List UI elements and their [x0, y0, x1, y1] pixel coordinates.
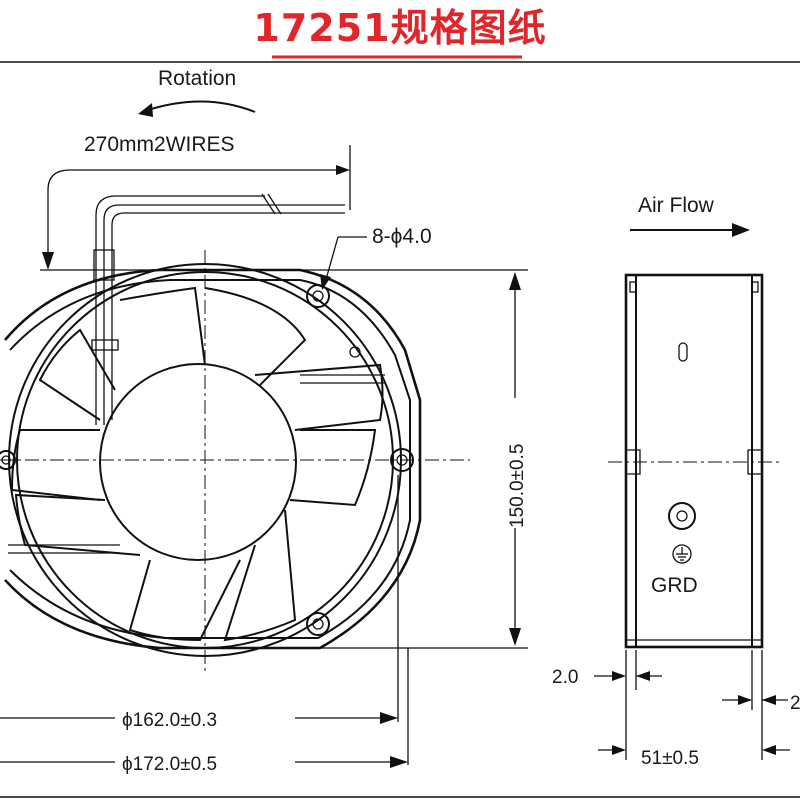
flange-dim-right-text: 2 — [790, 693, 800, 714]
wire-length-dimension — [42, 145, 351, 270]
wires-label: 270mm2WIRES — [84, 133, 235, 156]
ground-symbol-icon — [672, 544, 692, 564]
mounting-holes — [0, 284, 414, 636]
page-title: 17251规格图纸 — [253, 6, 547, 50]
lead-wires — [91, 193, 345, 425]
ground-screw — [668, 502, 696, 530]
rotation-label: Rotation — [158, 67, 236, 90]
inner-diameter-dimension: ϕ162.0±0.3 — [0, 704, 398, 731]
outer-diameter-dim-text: ϕ172.0±0.5 — [122, 754, 217, 775]
front-view: Rotation 270mm2WIRES — [0, 67, 530, 775]
depth-dim-text: 51±0.5 — [641, 748, 699, 769]
holes-label: 8-ϕ4.0 — [372, 225, 432, 248]
airflow-arrow-icon — [630, 223, 750, 237]
fan-blades — [10, 286, 384, 642]
height-dim-text: 150.0±0.5 — [507, 444, 528, 528]
holes-callout: 8-ϕ4.0 — [320, 225, 432, 290]
side-view: Air Flow — [552, 194, 800, 769]
side-body — [624, 273, 764, 649]
height-dimension: 150.0±0.5 — [500, 272, 530, 646]
flange-dimension-left: 2.0 — [552, 667, 662, 688]
ground-label: GRD — [651, 574, 698, 597]
flange-dim-left-text: 2.0 — [552, 667, 578, 688]
depth-dimension: 51±0.5 — [598, 745, 790, 769]
flange-dimension-right: 2 — [722, 693, 800, 714]
fan-hub — [8, 363, 385, 561]
outer-diameter-dimension: ϕ172.0±0.5 — [0, 748, 408, 775]
airflow-label: Air Flow — [638, 194, 715, 217]
side-slot — [678, 342, 688, 362]
rotation-arrow-icon — [138, 100, 256, 117]
inner-diameter-dim-text: ϕ162.0±0.3 — [122, 710, 217, 731]
